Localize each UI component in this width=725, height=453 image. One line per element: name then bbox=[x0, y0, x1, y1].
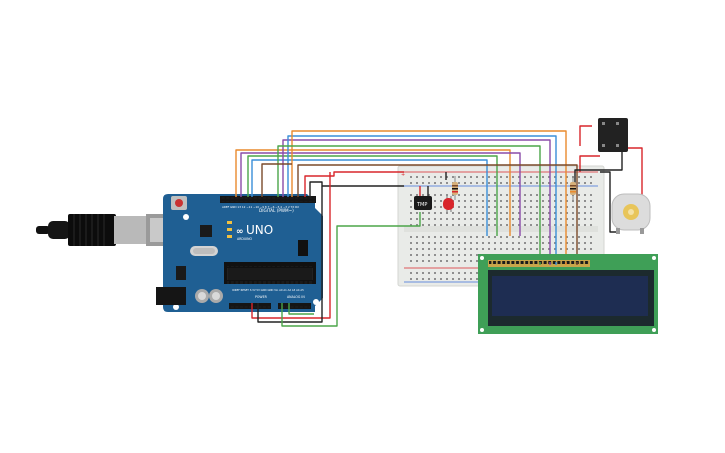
lcd-wires bbox=[539, 262, 578, 265]
wire-red[interactable] bbox=[579, 155, 600, 172]
temperature-sensor[interactable]: TMP bbox=[414, 196, 432, 210]
wire-red[interactable] bbox=[304, 171, 404, 197]
red-led[interactable] bbox=[443, 196, 454, 212]
top-power-rail[interactable] bbox=[408, 174, 594, 184]
mounting-hole bbox=[173, 304, 179, 310]
lcd-16x2[interactable] bbox=[478, 254, 658, 334]
wire-green[interactable] bbox=[277, 145, 541, 262]
minus-sign-icon: − bbox=[401, 184, 405, 190]
wire-purple[interactable] bbox=[240, 152, 521, 236]
wire-black[interactable] bbox=[574, 152, 623, 186]
l-led bbox=[227, 221, 232, 224]
tx-led bbox=[227, 228, 232, 231]
mounting-hole bbox=[313, 299, 319, 305]
usb-plug-metal bbox=[114, 216, 150, 244]
led-body bbox=[443, 198, 454, 210]
power-header-label: POWER bbox=[255, 295, 268, 299]
wire-brown[interactable] bbox=[261, 163, 292, 197]
lcd-screen bbox=[492, 276, 648, 316]
usb-strain-relief bbox=[48, 221, 70, 239]
wire-blue[interactable] bbox=[251, 159, 488, 236]
relay[interactable] bbox=[598, 118, 628, 152]
mounting-hole bbox=[183, 214, 189, 220]
arduino-brand-text: ARDUINO bbox=[237, 237, 253, 241]
wire-purple[interactable] bbox=[282, 139, 551, 262]
plus-sign-icon: + bbox=[401, 172, 405, 178]
temperature-sensor-body bbox=[414, 196, 432, 210]
wires bbox=[235, 125, 643, 327]
wire-green[interactable] bbox=[247, 155, 498, 236]
svg-text:AREF GND 13 12 ~11 ~10 ~9 8 7: AREF GND 13 12 ~11 ~10 ~9 8 7 ~6 ~5 4 ~3… bbox=[222, 205, 299, 209]
digital-header-label: DIGITAL (PWM~) bbox=[259, 208, 294, 213]
voltage-regulator bbox=[176, 266, 186, 280]
wire-black[interactable] bbox=[309, 181, 404, 197]
usb-cable-end bbox=[36, 226, 50, 234]
wire-orange[interactable] bbox=[235, 149, 511, 236]
usb-interface-chip bbox=[200, 225, 212, 237]
wire-green[interactable] bbox=[281, 212, 421, 327]
wire-brown[interactable] bbox=[297, 164, 578, 262]
wire-green[interactable] bbox=[288, 303, 314, 315]
icsp-header bbox=[298, 240, 308, 256]
relay-body bbox=[598, 118, 628, 152]
infinity-logo-icon: ∞ bbox=[236, 227, 244, 237]
dc-motor[interactable] bbox=[611, 193, 651, 234]
analog-header-label: ANALOG IN bbox=[287, 295, 305, 299]
atmega-chip bbox=[228, 268, 312, 280]
arduino-uno[interactable]: DIGITAL (PWM~) AREF GND 13 12 ~11 ~10 ~9… bbox=[156, 194, 323, 312]
resistor[interactable] bbox=[452, 176, 458, 200]
center-channel bbox=[404, 226, 598, 232]
wire-red[interactable] bbox=[251, 172, 331, 319]
wire-black[interactable] bbox=[257, 186, 323, 323]
rx-led bbox=[227, 235, 232, 238]
wire-blue[interactable] bbox=[287, 135, 557, 262]
svg-text:IOREF RESET 3.3V 5V GND GND Vi: IOREF RESET 3.3V 5V GND GND Vin A0 A1 A2… bbox=[232, 288, 304, 292]
wire-black[interactable] bbox=[600, 171, 618, 233]
uno-logo-text: UNO bbox=[246, 223, 273, 237]
dc-power-jack[interactable] bbox=[156, 287, 186, 305]
temperature-sensor-label: TMP bbox=[416, 202, 427, 208]
top-terminal-strip[interactable] bbox=[408, 192, 594, 226]
wire-red[interactable] bbox=[579, 125, 592, 146]
resistor[interactable] bbox=[570, 176, 576, 200]
